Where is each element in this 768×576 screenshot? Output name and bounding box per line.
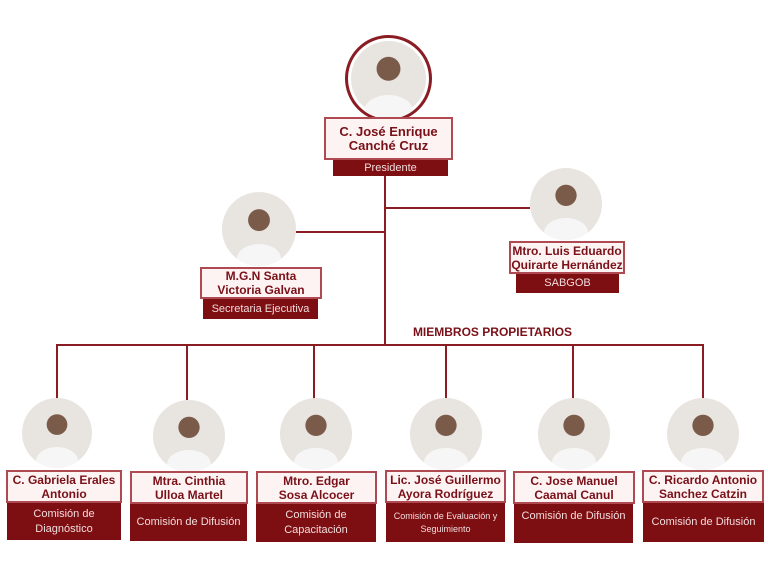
member-photo: [667, 398, 739, 470]
connector-line: [445, 344, 447, 400]
member-photo: [153, 400, 225, 472]
sabgob-name: Mtro. Luis Eduardo Quirarte Hernández: [509, 241, 625, 274]
connector-line: [186, 344, 188, 400]
connector-line: [56, 344, 704, 346]
member-name: C. Ricardo Antonio Sanchez Catzin: [642, 470, 764, 503]
president-role: Presidente: [333, 160, 448, 176]
member-photo: [410, 398, 482, 470]
president-name: C. José Enrique Canché Cruz: [324, 117, 453, 160]
member-role: Comisión de Difusión: [643, 503, 764, 542]
secretary-role: Secretaria Ejecutiva: [203, 299, 318, 319]
sabgob-role: SABGOB: [516, 274, 619, 293]
connector-line: [572, 344, 574, 400]
member-role: Comisión de Diagnóstico: [7, 503, 121, 540]
member-photo: [538, 398, 610, 470]
member-name: Mtro. Edgar Sosa Alcocer: [256, 471, 377, 504]
sabgob-photo: [530, 168, 602, 240]
member-role: Comisión de Difusión: [130, 504, 247, 541]
member-name: Lic. José Guillermo Ayora Rodríguez: [385, 470, 506, 503]
connector-line: [384, 176, 386, 346]
member-photo: [280, 398, 352, 470]
connector-line: [296, 231, 385, 233]
secretary-name: M.G.N Santa Victoria Galvan: [200, 267, 322, 299]
secretary-photo: [222, 192, 296, 266]
member-photo: [22, 398, 92, 468]
president-photo: [345, 35, 432, 122]
member-role: Comisión de Evaluación y Seguimiento: [386, 503, 505, 542]
member-name: C. Gabriela Erales Antonio: [6, 470, 122, 503]
member-name: C. Jose Manuel Caamal Canul: [513, 471, 635, 504]
connector-line: [702, 344, 704, 400]
connector-line: [385, 207, 530, 209]
member-name: Mtra. Cinthia Ulloa Martel: [130, 471, 248, 504]
connector-line: [313, 344, 315, 400]
member-role: Comisión de Difusión: [514, 504, 633, 543]
members-heading: MIEMBROS PROPIETARIOS: [412, 325, 573, 339]
connector-line: [56, 344, 58, 400]
member-role: Comisión de Capacitación: [256, 504, 376, 542]
